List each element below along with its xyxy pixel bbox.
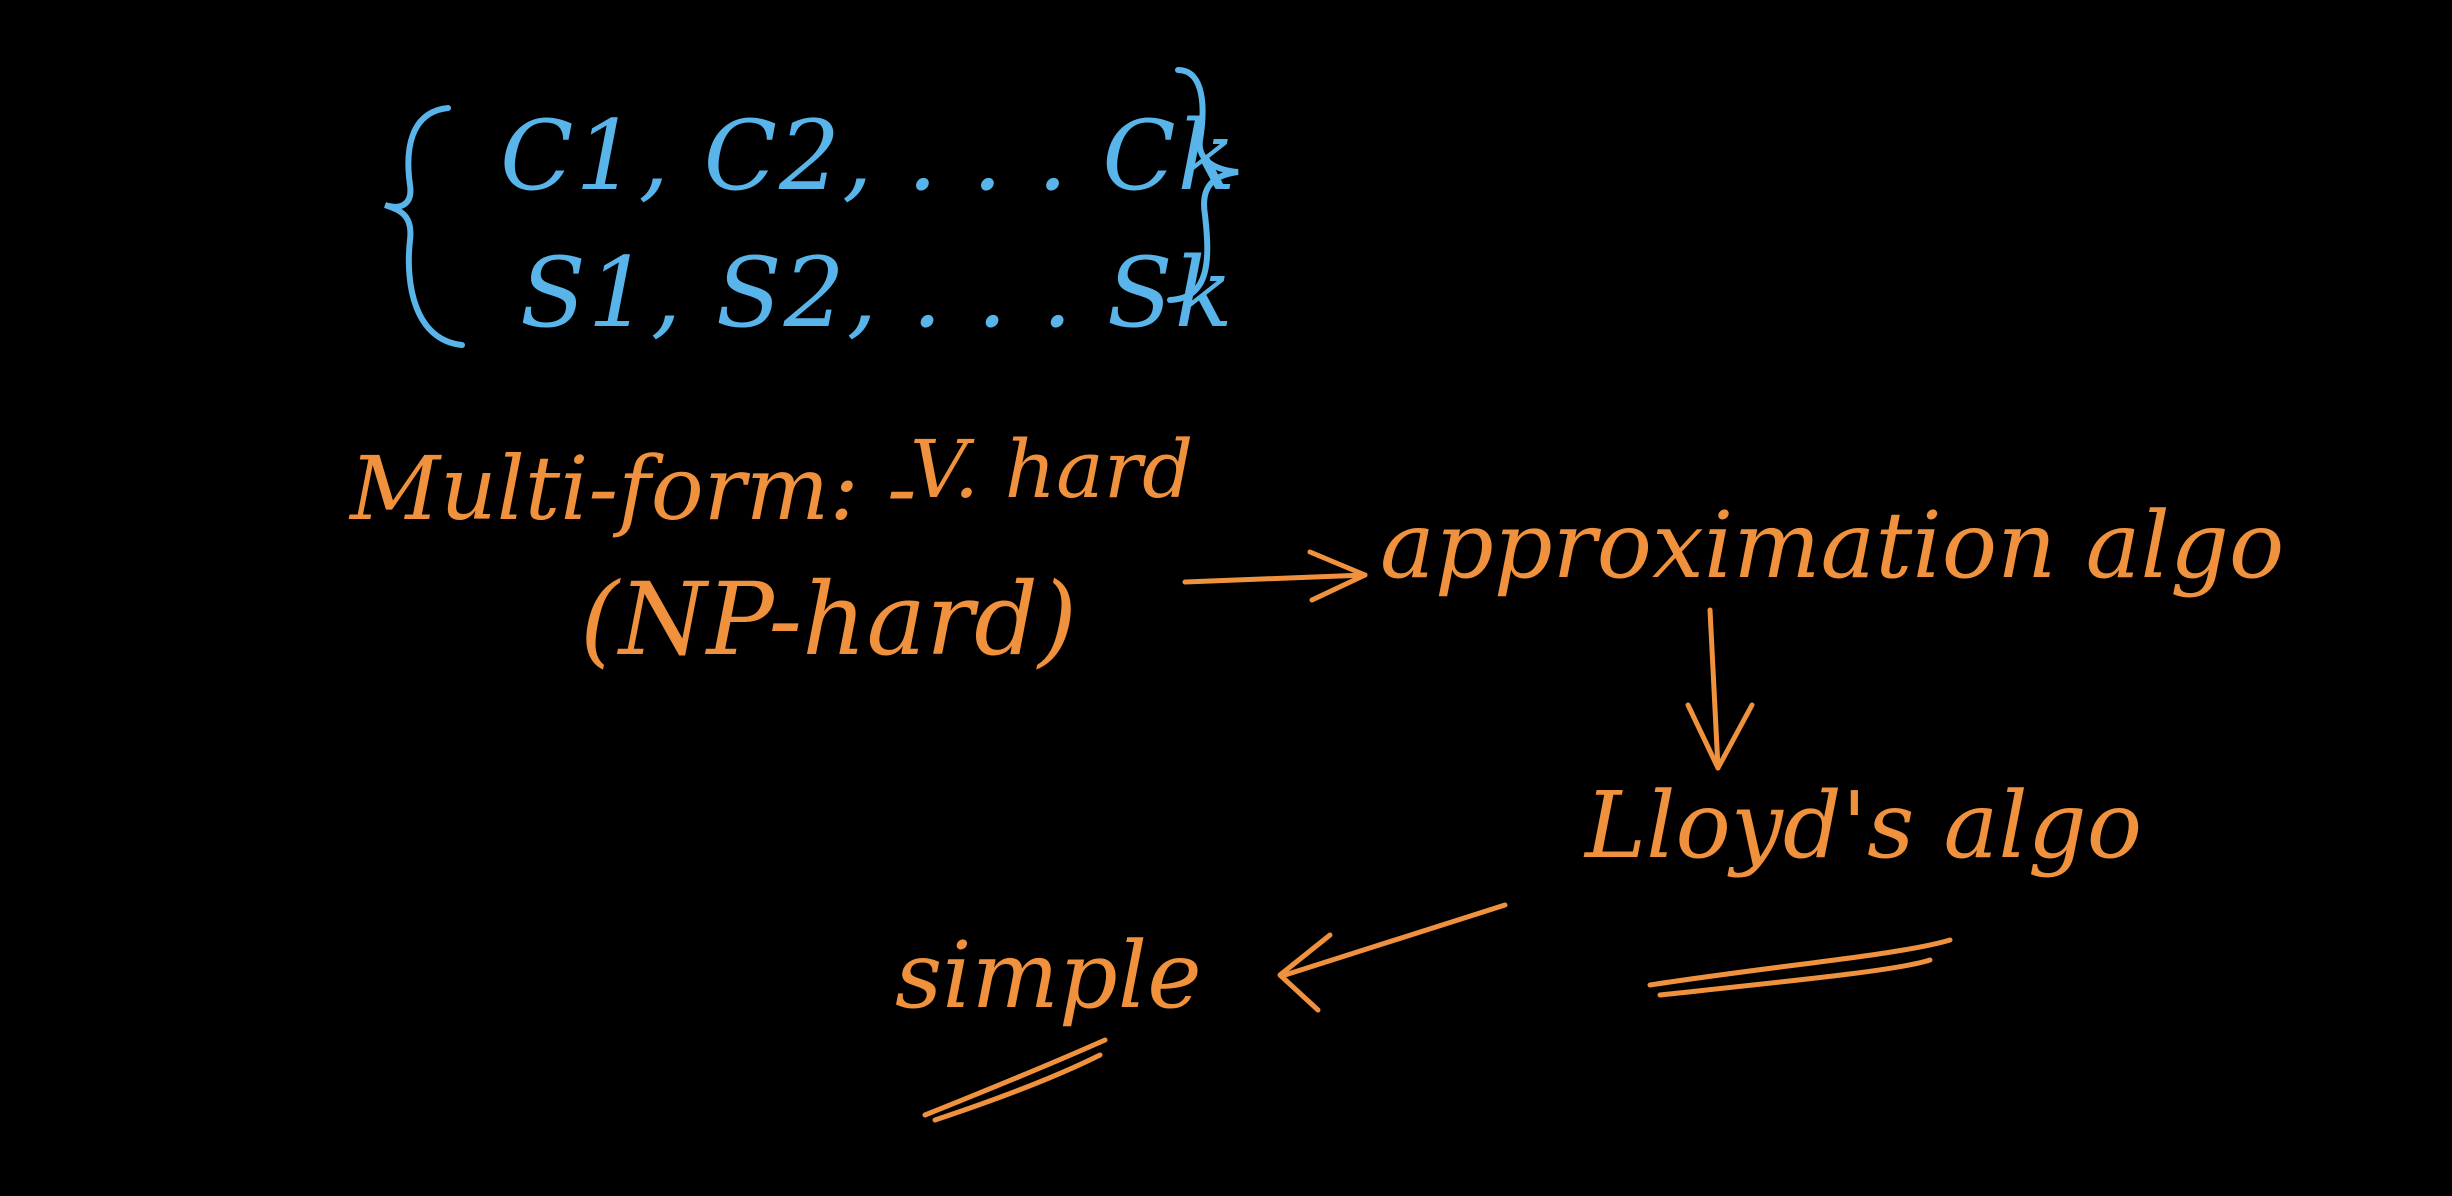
arrow-down-icon <box>1707 607 1721 771</box>
note-simple: simple <box>895 922 1202 1029</box>
note-approximation-algo: approximation algo <box>1380 492 2285 599</box>
cluster-set-row: S1, S2, . . . Sk <box>520 237 1235 349</box>
note-multi-form: Multi-form: - <box>350 437 917 540</box>
note-very-hard: V. hard <box>910 423 1194 516</box>
note-lloyds-algo: Lloyd's algo <box>1585 772 2143 879</box>
centroid-set-row: C1, C2, . . . Ck <box>500 100 1238 212</box>
note-np-hard: (NP-hard) <box>580 561 1077 678</box>
arrow-right-icon <box>1182 572 1368 585</box>
underline-lloyds-icon <box>1647 937 1953 988</box>
underline-simple-icon <box>922 1037 1108 1118</box>
left-brace-icon <box>384 105 465 348</box>
arrow-left-icon <box>1282 902 1508 978</box>
